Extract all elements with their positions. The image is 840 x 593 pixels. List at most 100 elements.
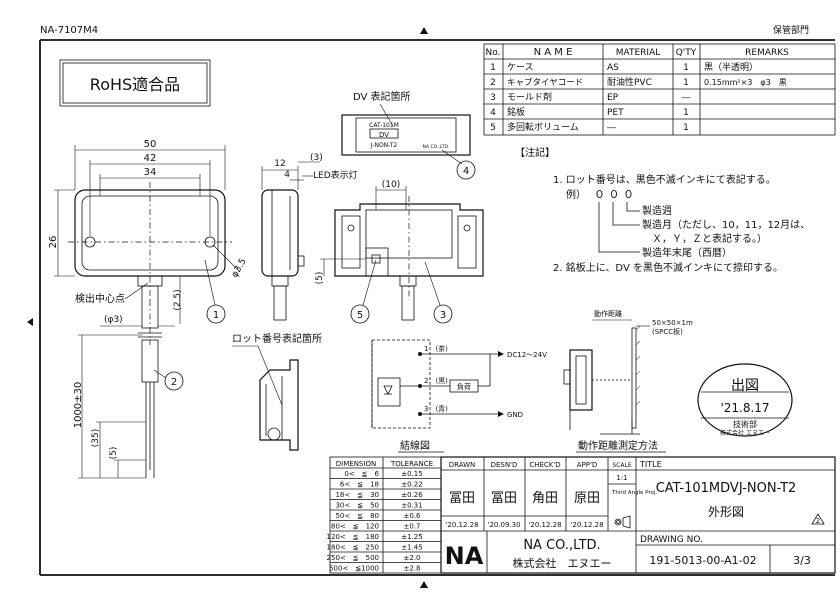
dim-35: (35) bbox=[91, 429, 101, 447]
bom-row4-name: 銘板 bbox=[507, 106, 525, 118]
dim-50: 50 bbox=[144, 139, 157, 150]
tolerance-dimension-cell: 6< ≦ 18 bbox=[340, 481, 379, 489]
callout-2-circle bbox=[164, 371, 184, 391]
title-block: DRAWN DESN'D CHECK'D APP'D SCALE 1:1 TIT… bbox=[440, 456, 836, 574]
callout-5: 5 bbox=[357, 310, 363, 321]
bottom-view: (10) (5) 5 3 bbox=[315, 180, 484, 324]
tb-subtitle: 外形図 bbox=[708, 505, 744, 519]
bom-header-qty: Q'TY bbox=[676, 48, 697, 58]
note-leader-2 bbox=[612, 202, 640, 226]
callout-4: 4 bbox=[463, 166, 469, 177]
projection-symbol-cone bbox=[622, 515, 631, 529]
callout-4-circle bbox=[456, 160, 476, 180]
front-dimensions: 50 42 34 26 検出中心点 (φ3) (2.5) φ3.5 1000±3… bbox=[48, 139, 249, 479]
note-2: 2. 銘板上に、DV を黒色不滅インキにて捺印する。 bbox=[553, 261, 783, 274]
tb-sheet: 3/3 bbox=[793, 554, 811, 567]
tolerance-dimension-cell: 0< ≦ 6 bbox=[344, 470, 379, 478]
note-sub-3: 製造年末尾（西暦） bbox=[642, 246, 732, 259]
note-leader-3 bbox=[598, 202, 640, 253]
dim-4: 4 bbox=[284, 170, 290, 180]
detect-center-label: 検出中心点 bbox=[75, 292, 125, 305]
tolerance-value-cell: ±2.0 bbox=[404, 554, 421, 562]
tolerance-value-cell: ±2.8 bbox=[404, 565, 421, 573]
bom-row1-remarks: 黒（半透明） bbox=[704, 61, 758, 73]
wire-1: 1 (茶) bbox=[424, 344, 448, 353]
bom-row1-qty: 1 bbox=[683, 63, 689, 73]
plate-line2: DV bbox=[379, 131, 389, 139]
bom-row2-qty: 1 bbox=[683, 78, 689, 88]
test-dist-label: 動作距離 bbox=[594, 309, 622, 318]
tolerance-dimension-cell: 30< ≦ 50 bbox=[335, 502, 379, 510]
supply-label: DC12～24V bbox=[507, 351, 547, 359]
tolerance-value-cell: ±0.6 bbox=[404, 512, 422, 520]
tb-company-jp: 株式会社 エヌエー bbox=[513, 556, 612, 570]
tb-drawing-no: 191-5013-00-A1-02 bbox=[649, 554, 756, 567]
tolerance-dimension-cell: 80< ≦ 120 bbox=[331, 523, 379, 531]
rohs-inner-box bbox=[62, 62, 208, 104]
bom-header-name: N A M E bbox=[534, 47, 573, 58]
callout-5-circle bbox=[350, 304, 370, 324]
lot-side-view: ロット番号表記箇所 bbox=[232, 332, 322, 451]
tb-checkd: CHECK'D bbox=[529, 461, 560, 469]
callout-2-leader bbox=[153, 369, 167, 379]
tb-rev: 2 bbox=[816, 517, 820, 525]
center-mark-top bbox=[420, 27, 428, 34]
side-view: 12 4 (3) LED表示灯 bbox=[261, 153, 358, 321]
tb-drawn: DRAWN bbox=[449, 461, 476, 469]
note-sub-1: 製造週 bbox=[642, 204, 672, 217]
tolerance-value-cell: ±1.45 bbox=[401, 544, 422, 552]
tb-date-drawn: '20.12.28 bbox=[445, 521, 478, 529]
tb-desnd: DESN'D bbox=[491, 461, 518, 469]
tolerance-dimension-cell: 180< ≦ 250 bbox=[327, 544, 379, 552]
tolerance-value-cell: ±0.7 bbox=[404, 523, 421, 531]
nameplate-view: DV 表記箇所 CAT-101M DV J-NON-T2 NA CO.,LTD.… bbox=[341, 90, 476, 180]
release-stamp: 出図 '21.8.17 技術部 株式会社 エヌエー bbox=[697, 363, 793, 437]
gnd-label: GND bbox=[507, 411, 523, 419]
tolerance-value-cell: ±0.31 bbox=[401, 502, 422, 510]
center-mark-bottom bbox=[420, 581, 428, 588]
tb-appd: APP'D bbox=[577, 461, 598, 469]
test-title: 動作距離測定方法 bbox=[578, 439, 658, 452]
note-1: 1. ロット番号は、黒色不滅インキにて表記する。 bbox=[553, 173, 776, 186]
note-sub-2: 製造月（ただし、10，11，12月は、 bbox=[642, 218, 810, 231]
rohs-label: RoHS適合品 bbox=[90, 75, 180, 94]
test-plate-material: (SPCC板) bbox=[652, 327, 683, 336]
tb-sig-drawn: 冨田 bbox=[449, 491, 475, 506]
stamp-dept: 技術部 bbox=[733, 419, 757, 429]
bom-row4-qty: 1 bbox=[683, 108, 689, 118]
callout-3: 3 bbox=[440, 310, 446, 321]
wiring-diagram: 1 (茶) 2 (黒) 3 (青) 負荷 DC12～24V GND 結線図 bbox=[371, 339, 547, 453]
test-method: 動作距離 50×50×1m (SPCC板) 動作距離測定方法 bbox=[563, 309, 693, 453]
plate-line1: CAT-101M bbox=[369, 122, 399, 129]
bom-row2-name: キャブタイヤコード bbox=[507, 77, 583, 88]
note-leader-1 bbox=[626, 202, 640, 212]
note-example-code: ０ ０ ０ bbox=[594, 188, 634, 201]
bom-table: No. N A M E MATERIAL Q'TY REMARKS 1 ケース … bbox=[483, 43, 836, 136]
tb-sig-check: 角田 bbox=[532, 491, 558, 506]
bom-row1-material: AS bbox=[607, 63, 619, 73]
bom-row3-name: モールド剤 bbox=[507, 91, 552, 103]
stamp-company: 株式会社 エヌエー bbox=[720, 429, 770, 437]
bom-header-material: MATERIAL bbox=[616, 48, 661, 58]
bom-row5-qty: 1 bbox=[683, 123, 689, 133]
wiring-title: 結線図 bbox=[400, 439, 430, 452]
dim-5b: (5) bbox=[109, 447, 119, 460]
dim-34: 34 bbox=[144, 167, 157, 178]
tb-third-angle: Third Angle Proj. bbox=[611, 490, 657, 496]
tb-scale: SCALE bbox=[612, 462, 631, 469]
tolerance-value-cell: ±0.15 bbox=[401, 470, 422, 478]
tb-sig-app: 原田 bbox=[574, 491, 600, 506]
bom-row5-material: ― bbox=[607, 123, 616, 133]
wire-3: 3 (青) bbox=[424, 404, 448, 413]
bom-row2-material: 耐油性PVC bbox=[607, 76, 652, 88]
tol-header-tol: TOLERANCE bbox=[390, 460, 433, 468]
callout-1: 1 bbox=[213, 310, 219, 321]
tb-drawing-no-label: DRAWING NO. bbox=[640, 535, 703, 545]
tb-sig-desn: 冨田 bbox=[491, 491, 517, 506]
tolerance-dimension-cell: 18< ≦ 30 bbox=[335, 491, 379, 499]
dim-10: (10) bbox=[382, 180, 400, 190]
tolerance-value-cell: ±0.26 bbox=[401, 491, 423, 499]
tolerance-value-cell: ±1.25 bbox=[401, 533, 422, 541]
dim-1000: 1000±30 bbox=[73, 382, 84, 429]
tb-company-en: NA CO.,LTD. bbox=[523, 538, 600, 553]
